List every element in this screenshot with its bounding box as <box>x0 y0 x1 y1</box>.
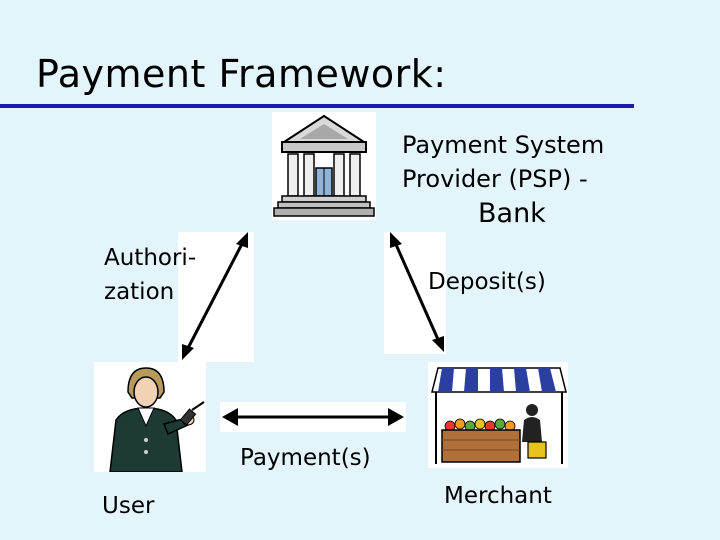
psp-label-line-3: Bank <box>478 198 546 229</box>
payment-label: Payment(s) <box>240 445 371 471</box>
deposit-label: Deposit(s) <box>428 269 546 295</box>
user-with-phone-icon <box>94 362 206 472</box>
title-underline <box>0 104 634 108</box>
psp-label-line-1: Payment System <box>402 131 605 159</box>
merchant-label: Merchant <box>444 483 552 509</box>
authorization-arrow <box>182 232 248 360</box>
payment-arrow <box>222 408 404 426</box>
slide-title: Payment Framework: <box>36 52 447 96</box>
user-label: User <box>102 493 155 519</box>
authorization-label-line-1: Authori- <box>104 245 197 271</box>
market-stall-icon <box>428 362 568 468</box>
bank-building-icon <box>272 112 376 220</box>
deposit-arrow <box>390 232 444 352</box>
authorization-label-line-2: zation <box>104 279 175 305</box>
psp-label-line-2: Provider (PSP) - <box>402 165 588 193</box>
